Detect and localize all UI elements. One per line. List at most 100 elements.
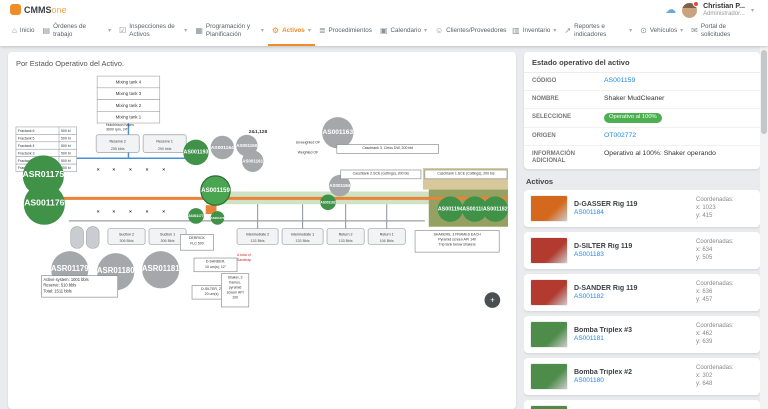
asset-node-AS001161[interactable] (241, 150, 264, 172)
notification-badge (693, 1, 700, 7)
svg-text:Unweighted OF: Unweighted OF (296, 141, 320, 145)
reports-icon: ↗ (564, 26, 572, 35)
nav-item-ordenes-trabajo[interactable]: ▤Órdenes de trabajo▾ (39, 17, 116, 46)
asset-node-AS001182[interactable] (482, 196, 508, 222)
nav-item-portal-solicitudes[interactable]: ✉Portal de solicitudes (687, 17, 757, 46)
app-logo-icon (10, 4, 21, 15)
nav-item-inspecciones-activos[interactable]: ☑Inspecciones de Activos▾ (115, 17, 191, 46)
user-area[interactable]: ☁ Christian P... Administrador... ▾ (665, 1, 754, 18)
svg-text:10 um(s), 12": 10 um(s), 12" (205, 265, 227, 269)
coords-label: Coordenadas: (696, 281, 734, 288)
svg-text:Suction 2: Suction 2 (119, 233, 134, 237)
svg-text:pyramid: pyramid (229, 286, 242, 290)
asset-thumbnail (530, 237, 568, 265)
asset-node-ASR01181[interactable] (142, 251, 180, 289)
asset-node-AS001184[interactable] (328, 174, 351, 197)
asset-code-link[interactable]: AS001180 (574, 377, 604, 385)
asset-status-title: Estado operativo del activo (524, 52, 760, 73)
coords-label: Coordenadas: (696, 197, 734, 204)
diagram-zoom-button[interactable] (484, 292, 501, 308)
inspections-icon: ☑ (119, 26, 127, 35)
asset-node-AS001193[interactable] (183, 139, 209, 166)
nav-item-label: Inventario (522, 26, 551, 34)
nav-item-inventario[interactable]: ▥Inventario▾ (508, 17, 560, 46)
svg-text:Caschtank 1.SCE (Cuttings), 20: Caschtank 1.SCE (Cuttings), 200 bls (437, 172, 494, 176)
field-value-wrap: Operativo al 100% (604, 112, 752, 124)
nav-item-label: Activos (282, 26, 305, 34)
nav-item-activos[interactable]: ⚙Activos▾ (267, 17, 315, 46)
asset-name: D-SILTER Rig 119 (574, 243, 633, 251)
asset-node-AS001164[interactable] (210, 135, 235, 160)
nav-item-inicio[interactable]: ⌂Inicio (8, 17, 39, 46)
svg-text:Reserve 2: Reserve 2 (109, 140, 125, 144)
svg-text:133 Bbls: 133 Bbls (339, 239, 353, 243)
asset-node-AS001162[interactable] (320, 194, 336, 211)
inventory-icon: ▥ (512, 26, 520, 35)
nav-item-programacion-planificacion[interactable]: ▦Programación y Planificación▾ (191, 17, 268, 46)
svg-text:Fractank 5: Fractank 5 (18, 136, 35, 140)
field-label: NOMBRE (532, 95, 559, 102)
asset-node-AS001159[interactable] (200, 175, 231, 206)
asset-code-link[interactable]: AS001184 (574, 209, 604, 217)
svg-text:2&1,128: 2&1,128 (249, 129, 268, 135)
svg-text:Reserve 1: Reserve 1 (156, 140, 172, 144)
svg-text:Intermediate 1: Intermediate 1 (291, 233, 314, 237)
svg-text:Mixing tank 3: Mixing tank 3 (116, 91, 142, 96)
asset-node-AS001194[interactable] (437, 196, 464, 222)
coord-x: x: 636 (696, 289, 713, 296)
svg-text:Mixing tank 4: Mixing tank 4 (116, 80, 142, 85)
svg-text:500 bl: 500 bl (61, 144, 71, 148)
asset-node-AS001163[interactable] (322, 117, 354, 149)
svg-text:Mixing tank 2: Mixing tank 2 (116, 103, 142, 108)
cloud-sync-icon[interactable]: ☁ (665, 4, 677, 16)
svg-text:255 bbls: 255 bbls (111, 147, 125, 151)
nav-item-clientes-proveedores[interactable]: ☺Clientes/Proveedores▾ (431, 17, 508, 46)
coord-y: y: 648 (696, 381, 713, 388)
assets-list-title: Activos (526, 177, 554, 187)
nav-item-reportes-indicadores[interactable]: ↗Reportes e indicadores▾ (560, 17, 636, 46)
svg-text:SHAKERS, 3 FRAMES EACH: SHAKERS, 3 FRAMES EACH (434, 232, 482, 236)
asset-node-AS001176[interactable] (23, 183, 65, 225)
asset-node-AS001177[interactable] (188, 208, 204, 224)
asset-node-AS001178[interactable] (210, 211, 225, 225)
asset-name: D-GASSER Rig 119 (574, 201, 638, 209)
asset-code-link[interactable]: AS001181 (574, 335, 604, 343)
field-value-link[interactable]: AS001159 (604, 77, 636, 84)
nav-item-label: Calendario (390, 26, 421, 34)
nav-item-procedimientos[interactable]: ≣Procedimientos (315, 17, 376, 46)
nav-item-vehiculos[interactable]: ⊙Vehículos▾ (636, 17, 687, 46)
svg-text:×: × (129, 209, 132, 215)
avatar[interactable] (682, 1, 700, 18)
svg-text:100: 100 (232, 296, 238, 300)
asset-list-item[interactable]: Bomba Triplex #1AS001179Coordenadas: (524, 400, 760, 409)
svg-text:500 bl: 500 bl (61, 166, 71, 170)
field-value-link[interactable]: OT002772 (604, 132, 637, 140)
coord-y: y: 415 (696, 213, 713, 220)
svg-text:Pyramid screen API 140: Pyramid screen API 140 (438, 237, 476, 241)
asset-code-link[interactable]: AS001182 (574, 293, 604, 301)
asset-name: Bomba Triplex #2 (574, 369, 632, 377)
nav-item-calendario[interactable]: ▣Calendario▾ (376, 17, 431, 46)
asset-code-link[interactable]: AS001183 (574, 251, 604, 259)
field-value-wrap: OT002772 (604, 132, 752, 141)
chevron-down-icon: ▾ (750, 8, 754, 14)
app-logo[interactable]: CMMSone (10, 4, 67, 15)
svg-text:FLC 500: FLC 500 (190, 241, 204, 245)
coord-y: y: 505 (696, 255, 713, 262)
field-label: INFORMACIÓN ADICIONAL (532, 151, 575, 165)
asset-node-AS001183[interactable] (462, 196, 488, 222)
scrollbar-thumb[interactable] (761, 50, 767, 134)
